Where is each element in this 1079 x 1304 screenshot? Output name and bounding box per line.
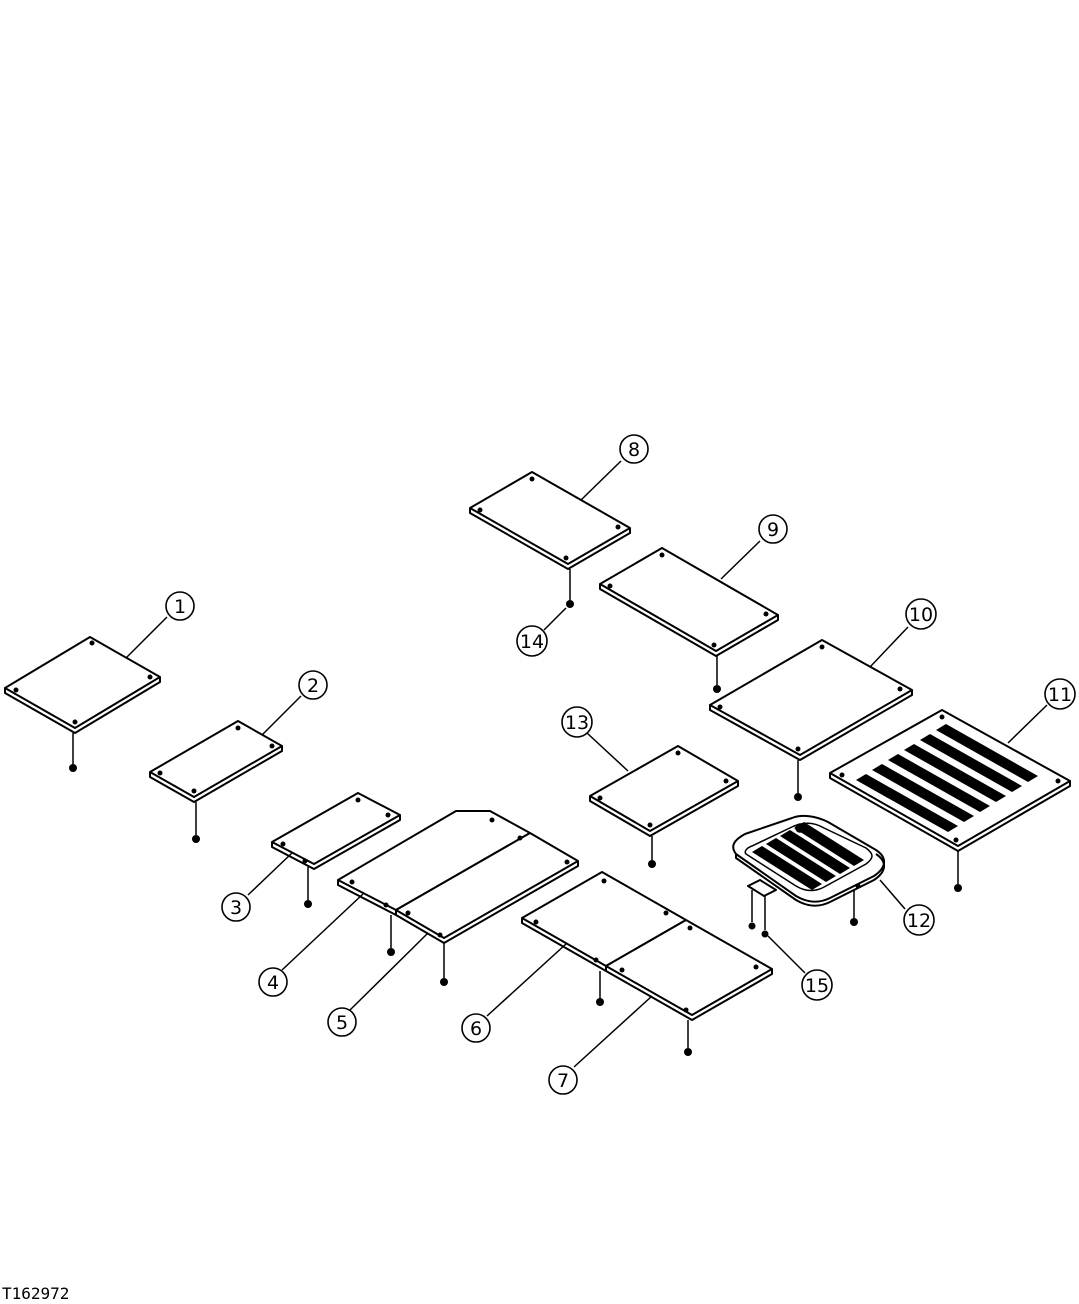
svg-text:8: 8	[628, 439, 640, 461]
plate-1	[4, 636, 161, 772]
cover-slots	[752, 822, 864, 890]
callout-5: 5	[327, 1007, 357, 1037]
plate-3	[271, 792, 401, 908]
plate-10	[709, 639, 913, 801]
svg-text:2: 2	[307, 675, 319, 697]
svg-text:11: 11	[1048, 684, 1072, 706]
callout-4: 4	[258, 967, 288, 997]
callout-6: 6	[461, 1013, 491, 1043]
svg-text:5: 5	[336, 1012, 348, 1034]
svg-text:10: 10	[909, 604, 933, 626]
cover-12	[732, 814, 885, 938]
svg-text:3: 3	[230, 897, 242, 919]
svg-text:4: 4	[267, 972, 279, 994]
grille-slots	[856, 724, 1038, 832]
svg-text:13: 13	[565, 712, 589, 734]
svg-text:1: 1	[174, 596, 186, 618]
callout-2: 2	[298, 670, 328, 700]
plate-9	[599, 547, 779, 693]
plate-13	[589, 745, 739, 868]
callout-3: 3	[221, 892, 251, 922]
grille-11	[829, 709, 1071, 892]
callout-13: 13	[561, 706, 593, 738]
svg-text:6: 6	[470, 1018, 482, 1040]
callout-10: 10	[905, 598, 937, 630]
callout-8: 8	[619, 434, 649, 464]
callout-7: 7	[548, 1065, 578, 1095]
svg-text:9: 9	[767, 519, 779, 541]
svg-text:12: 12	[907, 910, 931, 932]
plate-7	[605, 919, 773, 1056]
plate-5	[395, 832, 579, 986]
callout-11: 11	[1044, 678, 1076, 710]
callout-14: 14	[516, 625, 548, 657]
callout-9: 9	[758, 514, 788, 544]
figure-id-label: T162972	[2, 1284, 70, 1303]
plate-8	[469, 471, 631, 608]
svg-text:15: 15	[805, 975, 829, 997]
leader-lines	[125, 460, 1048, 1068]
plate-2	[149, 720, 283, 843]
callout-15: 15	[801, 969, 833, 1001]
callout-12: 12	[903, 904, 935, 936]
plate-4	[337, 810, 531, 956]
svg-text:7: 7	[557, 1070, 569, 1092]
svg-text:14: 14	[520, 631, 544, 653]
callout-1: 1	[165, 591, 195, 621]
